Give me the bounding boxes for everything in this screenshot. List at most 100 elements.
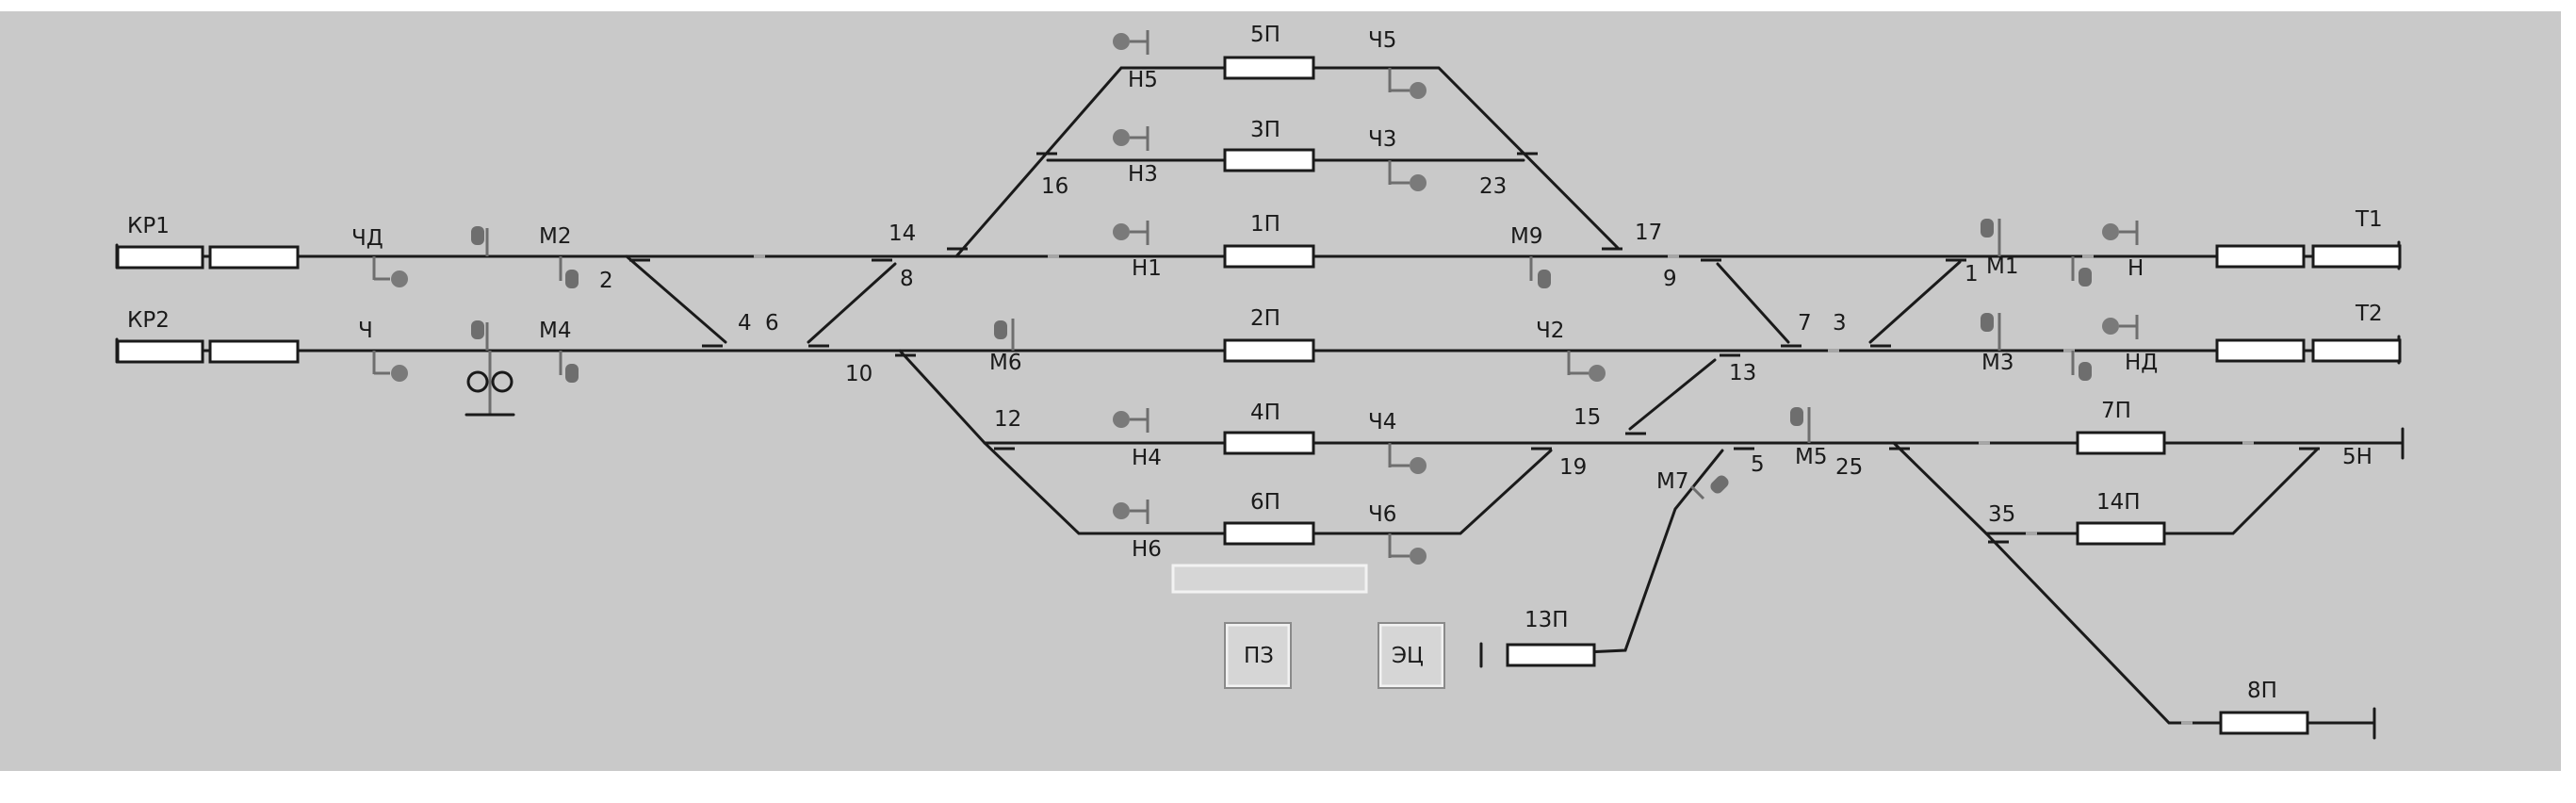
section-kr2-b: [208, 339, 300, 364]
crossing-sign: [465, 351, 515, 417]
blank-indicator: [1171, 564, 1368, 594]
label-ch4: Ч4: [1368, 410, 1396, 434]
label-kr1: КР1: [127, 214, 170, 238]
section-6p: [1223, 521, 1315, 546]
switch-marks: [629, 152, 2320, 544]
crossover-15-13: [1628, 358, 1717, 431]
signal-m1: [1981, 219, 2001, 256]
section-13p: [1506, 643, 1596, 667]
label-1p: 1П: [1250, 212, 1280, 237]
label-chd: ЧД: [351, 226, 383, 251]
pz-button-label: ПЗ: [1244, 644, 1274, 668]
section-5p: [1223, 56, 1315, 80]
label-ch3: Ч3: [1368, 127, 1396, 152]
label-ch: Ч: [358, 319, 373, 343]
label-sw9: 9: [1663, 267, 1677, 291]
section-kr1-b: [208, 245, 300, 270]
signal-m6: [994, 319, 1015, 351]
section-kr1-a: [116, 245, 204, 270]
section-8p: [2219, 711, 2309, 735]
signal-m7: [1689, 475, 1729, 500]
label-sw2: 2: [599, 269, 613, 293]
label-3p: 3П: [1250, 118, 1280, 142]
label-m9: М9: [1510, 224, 1542, 249]
label-sw6: 6: [765, 311, 779, 336]
signal-n5: [1113, 30, 1149, 55]
section-4p: [1223, 431, 1315, 455]
label-14p: 14П: [2096, 490, 2141, 515]
section-7p: [2076, 431, 2166, 455]
section-1p: [1223, 244, 1315, 269]
label-ch6: Ч6: [1368, 502, 1396, 527]
signal-n1: [1113, 221, 1149, 245]
label-m6: М6: [989, 351, 1021, 375]
label-5n: 5Н: [2342, 445, 2372, 469]
signal-ch3: [1388, 160, 1427, 191]
signal-n6: [1113, 500, 1149, 524]
section-t1-b: [2311, 244, 2402, 269]
label-sw35: 35: [1988, 502, 2015, 527]
track-6p: [898, 349, 1553, 535]
label-sw12: 12: [994, 407, 1021, 432]
crossover-9-7: [1716, 262, 1790, 344]
label-n4: Н4: [1132, 446, 1162, 470]
label-4p: 4П: [1250, 401, 1280, 425]
label-t1: Т1: [2355, 207, 2383, 232]
crossover-6-8: [807, 262, 897, 344]
label-sw25: 25: [1835, 455, 1863, 480]
section-kr2-a: [116, 339, 204, 364]
signal-chd: [372, 256, 408, 287]
label-sw5: 5: [1751, 452, 1765, 477]
label-sw15: 15: [1573, 405, 1601, 430]
label-6p: 6П: [1250, 490, 1280, 515]
section-14p: [2076, 521, 2166, 546]
signal-ch4: [1388, 443, 1427, 474]
section-2p: [1223, 338, 1315, 363]
label-m2: М2: [539, 224, 571, 249]
track-sections: [116, 56, 2402, 735]
label-sw4: 4: [738, 311, 752, 336]
signal-m3: [1981, 313, 2001, 351]
crossover-3-1: [1868, 260, 1962, 344]
label-n3: Н3: [1128, 162, 1158, 187]
label-kr2: КР2: [127, 308, 170, 333]
label-m7: М7: [1656, 469, 1688, 494]
section-3p: [1223, 148, 1315, 172]
label-ch2: Ч2: [1536, 319, 1564, 343]
signal-ch: [372, 351, 408, 382]
section-t2-b: [2311, 338, 2402, 363]
label-sw1: 1: [1965, 262, 1979, 287]
signal-n3: [1113, 126, 1149, 151]
label-sw7: 7: [1798, 311, 1812, 336]
label-t2: Т2: [2355, 302, 2383, 326]
labels: КР1 КР2 Т1 Т2 ЧД Ч М2 М4 Н5 Н3 Н1 М6 Н4 …: [127, 23, 2383, 703]
ec-button[interactable]: ЭЦ: [1378, 622, 1445, 689]
crossover-2-4: [625, 254, 727, 344]
label-sw13: 13: [1729, 361, 1756, 385]
signal-m5: [1790, 407, 1811, 443]
label-m1: М1: [1986, 254, 2018, 279]
signal-m2: [559, 256, 579, 288]
signal-ch2: [1567, 351, 1606, 382]
label-7p: 7П: [2101, 399, 2131, 423]
label-n1: Н1: [1132, 256, 1162, 281]
label-13p: 13П: [1524, 608, 1569, 632]
signal-n4: [1113, 408, 1149, 433]
label-nd: НД: [2125, 351, 2158, 375]
pz-button[interactable]: ПЗ: [1224, 622, 1292, 689]
label-sw10: 10: [845, 362, 872, 386]
ec-button-label: ЭЦ: [1392, 644, 1424, 668]
label-sw17: 17: [1635, 221, 1662, 245]
label-sw14: 14: [889, 221, 916, 246]
label-8p: 8П: [2247, 679, 2277, 703]
signal-m9: [1529, 256, 1551, 288]
signals: [372, 30, 2139, 565]
label-sw3: 3: [1833, 311, 1847, 336]
label-m3: М3: [1981, 351, 2014, 375]
signal-n-right: [2071, 221, 2139, 287]
signal-ch5: [1388, 68, 1427, 99]
label-sw16: 16: [1041, 174, 1068, 199]
label-sw19: 19: [1559, 455, 1587, 480]
section-t2-a: [2215, 338, 2306, 363]
